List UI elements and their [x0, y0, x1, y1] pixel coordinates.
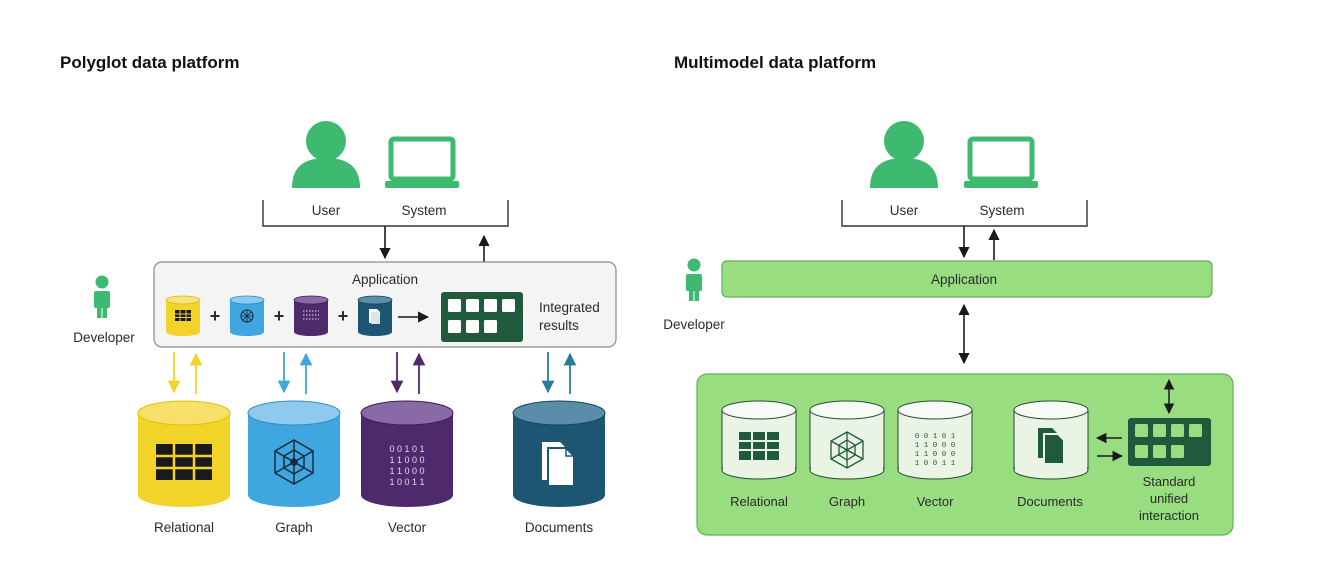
developer-label: Developer	[73, 330, 135, 345]
documents-database	[512, 400, 606, 507]
graph-label: Graph	[275, 520, 313, 535]
graph-label: Graph	[829, 494, 865, 509]
vector-bits-row: 1 1 0 0 0	[389, 455, 424, 465]
integrated-results-grid-icon	[441, 292, 523, 342]
standard-label-line1: Standard	[1143, 474, 1196, 489]
graph-database	[809, 400, 885, 480]
documents-icon	[542, 442, 575, 487]
vector-bits-row: 1 0 0 1 1	[389, 477, 424, 487]
graph-network-icon	[830, 431, 864, 469]
system-label: System	[979, 203, 1024, 218]
documents-icon	[1038, 428, 1065, 465]
plus-sign: +	[338, 306, 349, 326]
right-title: Multimodel data platform	[674, 53, 876, 72]
application-label: Application	[352, 272, 418, 287]
vector-database: 0 0 1 0 1 1 1 0 0 0 1 1 0 0 0 1 0 0 1 1	[897, 400, 973, 480]
integrated-results-label-line2: results	[539, 318, 579, 333]
vector-bits-row: 1 1 0 0 0	[389, 466, 424, 476]
developer-icon	[686, 258, 702, 301]
standard-label-line2: unified	[1150, 491, 1188, 506]
small-relational-db-icon	[165, 295, 201, 336]
laptop-icon	[385, 136, 459, 188]
relational-label: Relational	[154, 520, 214, 535]
developer-icon	[94, 275, 110, 318]
plus-sign: +	[274, 306, 285, 326]
plus-sign: +	[210, 306, 221, 326]
developer-label: Developer	[663, 317, 725, 332]
vector-bits-row: 1 1 0 0 0	[915, 451, 956, 459]
vector-label: Vector	[388, 520, 427, 535]
graph-database	[247, 400, 341, 507]
application-label: Application	[931, 272, 997, 287]
system-label: System	[401, 203, 446, 218]
vector-bits-row: 0 0 1 0 1	[915, 433, 956, 441]
small-graph-db-icon	[229, 295, 265, 336]
user-label: User	[890, 203, 919, 218]
table-icon	[739, 432, 779, 460]
standard-label-line3: interaction	[1139, 508, 1199, 523]
table-icon	[156, 444, 212, 480]
user-icon	[870, 121, 938, 188]
application-bar	[721, 260, 1213, 298]
laptop-icon	[964, 136, 1038, 188]
vector-bits-row: 1 1 0 0 0	[915, 442, 956, 450]
vector-database: 0 0 1 0 1 1 1 0 0 0 1 1 0 0 0 1 0 0 1 1	[360, 400, 454, 507]
left-title: Polyglot data platform	[60, 53, 239, 72]
user-icon	[292, 121, 360, 188]
documents-label: Documents	[1017, 494, 1083, 509]
vector-label: Vector	[917, 494, 955, 509]
documents-database	[1013, 400, 1089, 480]
vector-bits-row: 1 0 0 1 1	[915, 460, 956, 468]
vector-bits-row: 0 0 1 0 1	[389, 444, 424, 454]
graph-network-icon	[274, 439, 314, 485]
standard-interaction-grid-icon	[1128, 418, 1211, 466]
small-documents-db-icon	[357, 295, 393, 336]
integrated-results-label-line1: Integrated	[539, 300, 600, 315]
user-label: User	[312, 203, 341, 218]
relational-label: Relational	[730, 494, 788, 509]
documents-label: Documents	[525, 520, 594, 535]
relational-database	[137, 400, 231, 507]
user-system-bracket	[841, 200, 1088, 227]
user-system-bracket	[262, 200, 509, 227]
small-vector-db-icon	[293, 295, 329, 336]
relational-database	[721, 400, 797, 480]
